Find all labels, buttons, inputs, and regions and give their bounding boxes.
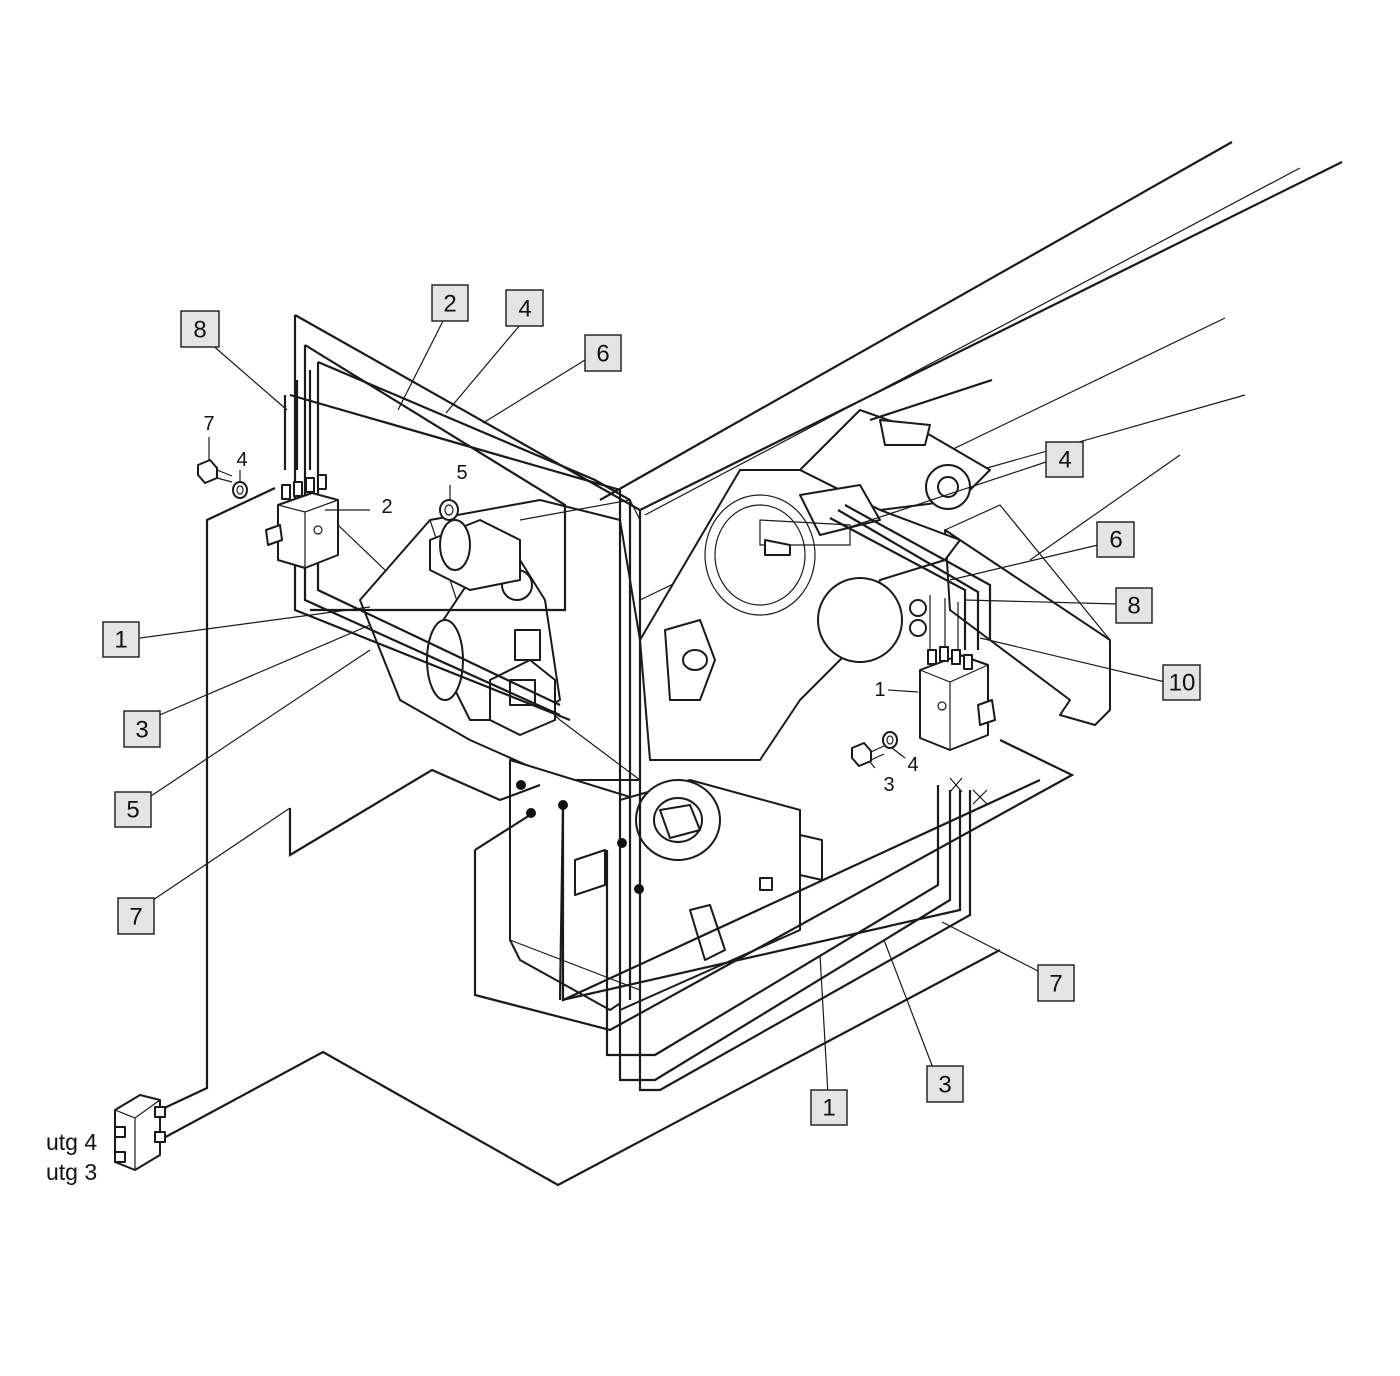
callout-7-left: 7 xyxy=(117,897,155,935)
right-valve-block xyxy=(909,599,996,751)
hydraulic-lines xyxy=(159,314,1075,1187)
callout-10-right: 10 xyxy=(1162,664,1201,701)
callout-1-left: 1 xyxy=(102,621,140,658)
callout-5-left: 5 xyxy=(114,791,152,828)
callout-3-left: 3 xyxy=(123,710,161,748)
callout-label: 1 xyxy=(114,627,127,654)
callout-7-bottom: 7 xyxy=(1037,964,1075,1002)
callout-label: 4 xyxy=(518,296,531,323)
callout-label: 6 xyxy=(596,341,609,368)
left-valve-block xyxy=(265,474,386,571)
callout-4-top: 4 xyxy=(505,289,544,327)
callout-label: 7 xyxy=(1049,971,1062,998)
callout-label: 3 xyxy=(135,717,148,744)
callout-label: 8 xyxy=(193,317,206,344)
port-label-utg4: utg 4 xyxy=(46,1129,97,1155)
callout-label: 7 xyxy=(129,904,142,931)
label-center-nut: 5 xyxy=(456,462,467,484)
port-label-utg3: utg 3 xyxy=(46,1159,97,1185)
callout-3-bottom: 3 xyxy=(926,1065,964,1103)
label-right-bolt: 3 xyxy=(883,774,894,796)
callout-label: 3 xyxy=(938,1072,951,1099)
callout-label: 10 xyxy=(1169,670,1196,697)
left-boom-section xyxy=(359,499,641,781)
callout-label: 2 xyxy=(443,291,456,318)
callout-8-top-left: 8 xyxy=(180,310,220,348)
callout-8-right: 8 xyxy=(1115,587,1153,624)
callout-4-right: 4 xyxy=(1045,441,1084,478)
hardware xyxy=(197,459,898,767)
callout-label: 6 xyxy=(1109,527,1122,554)
label-left-valve: 2 xyxy=(381,496,392,518)
callout-6-top: 6 xyxy=(584,334,622,372)
callout-1-bottom: 1 xyxy=(810,1089,848,1126)
callout-6-right: 6 xyxy=(1096,521,1135,558)
label-left-washer: 4 xyxy=(236,449,247,471)
port-block xyxy=(114,1094,166,1171)
callout-label: 5 xyxy=(126,797,139,824)
label-left-bolt: 7 xyxy=(203,413,214,435)
leader-lines xyxy=(139,316,1166,1096)
callout-label: 4 xyxy=(1058,447,1071,474)
callout-label: 8 xyxy=(1127,593,1140,620)
callout-2-top: 2 xyxy=(431,284,469,322)
label-right-valve: 1 xyxy=(874,679,885,701)
callout-label: 1 xyxy=(822,1095,835,1122)
label-right-washer: 4 xyxy=(907,754,918,776)
